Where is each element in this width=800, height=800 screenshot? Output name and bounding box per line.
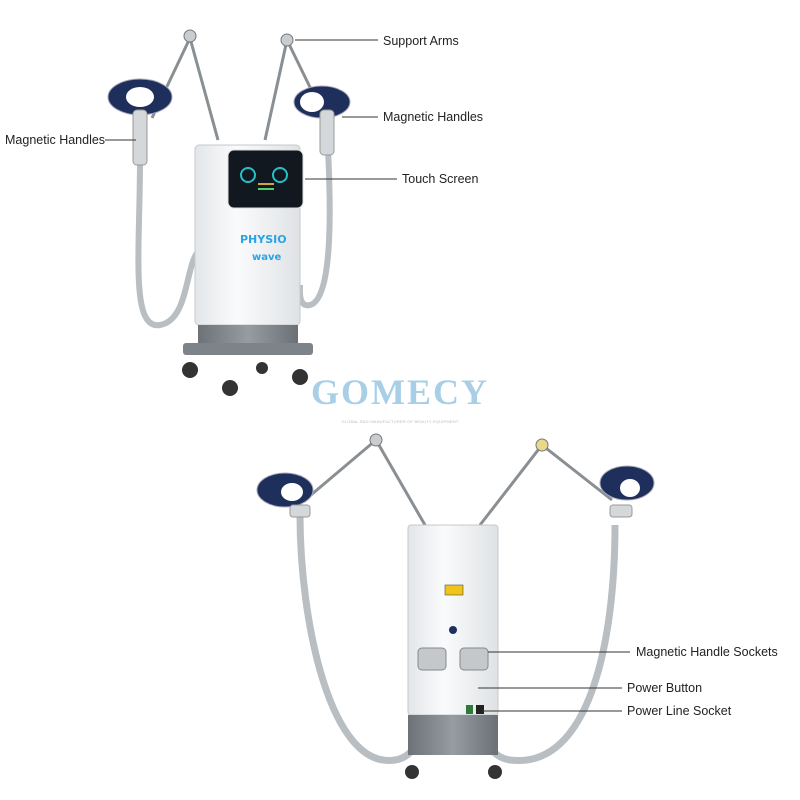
- left-magnetic-handle-back: [256, 472, 314, 518]
- back-view-device: [256, 433, 655, 779]
- label-power-button: Power Button: [627, 681, 703, 695]
- power-line-socket: [476, 705, 484, 714]
- left-support-arm-back: [304, 437, 427, 526]
- wheel: [292, 369, 308, 385]
- device-base: [198, 325, 298, 345]
- left-magnetic-handle: [107, 78, 173, 166]
- device-body-back: [407, 524, 499, 716]
- right-handle-socket: [459, 647, 489, 671]
- touch-screen: [227, 149, 304, 209]
- label-touch-screen: Touch Screen: [402, 172, 479, 186]
- left-cable: [135, 159, 203, 329]
- right-magnetic-handle-back: [599, 465, 655, 518]
- device-brand-line2: wave: [252, 252, 282, 263]
- wheel: [256, 362, 268, 374]
- label-magnetic-handles-right: Magnetic Handles: [383, 110, 484, 124]
- label-magnetic-handle-sockets: Magnetic Handle Sockets: [636, 645, 778, 659]
- wheel: [222, 380, 238, 396]
- leader-lines: [105, 39, 630, 712]
- warning-label-icon: [444, 584, 464, 596]
- watermark-tagline: GLOBAL R&D MANUFACTURER OF BEAUTY EQUIPM…: [341, 419, 459, 424]
- right-magnetic-handle: [293, 85, 351, 156]
- power-button: [466, 705, 473, 714]
- front-view-device: PHYSIO wave: [107, 29, 351, 396]
- right-support-arm-back: [478, 442, 613, 526]
- right-cable: [296, 149, 333, 309]
- label-power-line-socket: Power Line Socket: [627, 704, 732, 718]
- device-base-back: [408, 715, 498, 755]
- left-arm-joint: [183, 29, 197, 43]
- wheel: [182, 362, 198, 378]
- screen-gauge-icon: [240, 167, 256, 183]
- right-arm-joint: [280, 33, 294, 47]
- left-handle-socket: [417, 647, 447, 671]
- device-brand-line1: PHYSIO: [240, 233, 287, 246]
- label-support-arms: Support Arms: [383, 34, 459, 48]
- screen-gauge-icon: [272, 167, 288, 183]
- gomecy-watermark-logo: GOMECY: [311, 372, 489, 412]
- label-magnetic-handles-left: Magnetic Handles: [5, 133, 106, 147]
